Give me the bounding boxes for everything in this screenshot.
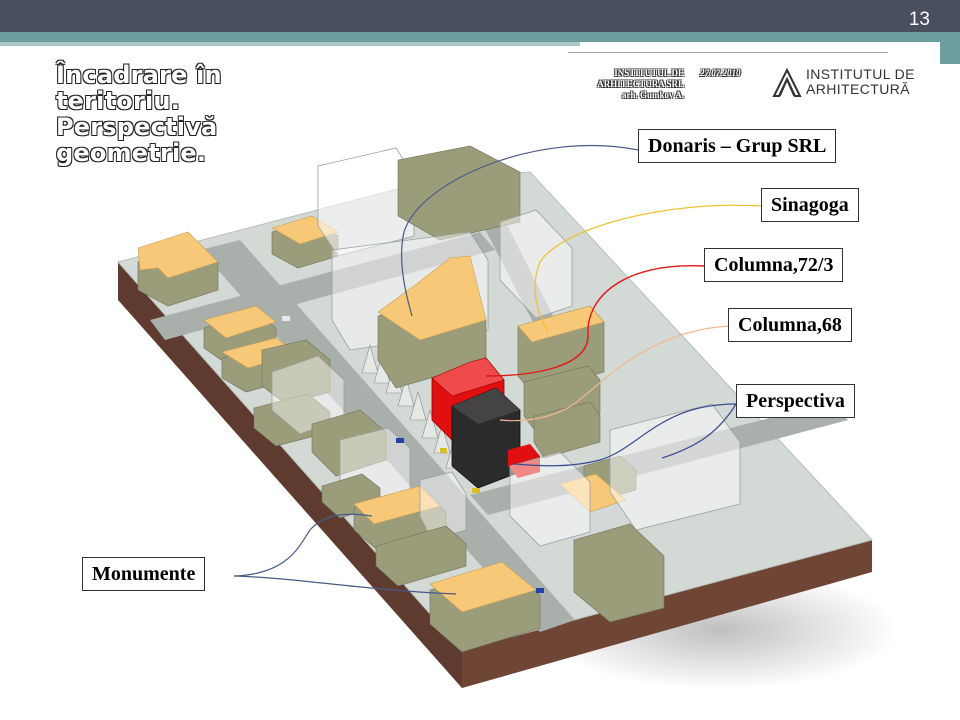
building-roof <box>137 231 219 279</box>
building-block <box>573 523 665 623</box>
connector-monumente-a <box>233 513 373 577</box>
date-label: 27.07.2010 <box>700 68 741 78</box>
accent-bar-light <box>0 42 580 46</box>
main-road <box>200 240 575 632</box>
car <box>396 438 404 443</box>
building-roof <box>353 485 441 525</box>
organization-info: INSTITUTUL DE ARHITECTURA SRL arh. Gumko… <box>572 68 684 101</box>
building-block <box>375 525 467 587</box>
building-roof <box>203 305 277 339</box>
logo-chevron-icon <box>772 68 802 97</box>
soil-left-face <box>118 262 462 688</box>
logo-text-line2: ARHITECTURĂ <box>806 81 910 97</box>
logo-text-line1: INSTITUTUL DE <box>806 66 915 82</box>
accent-bar <box>0 32 960 42</box>
page-number: 13 <box>908 9 930 30</box>
columna-72-3-roof <box>431 357 505 397</box>
soil-right-face <box>462 540 872 688</box>
transparent-volume <box>419 471 467 541</box>
connector-perspectiva-b <box>661 403 737 459</box>
car <box>472 488 480 493</box>
callout-monumente: Monumente <box>82 557 206 591</box>
title-line: geometrie. <box>56 139 207 167</box>
car <box>440 448 447 453</box>
org-line: INSTITUTUL DE <box>614 68 684 78</box>
callout-donaris: Donaris – Grup SRL <box>638 129 837 163</box>
transparent-volume <box>317 147 415 257</box>
car <box>536 588 544 593</box>
title-line: Încadrare în <box>56 61 222 89</box>
transparent-volume <box>509 451 591 547</box>
connector-sinagoga <box>534 204 763 333</box>
building-block <box>311 409 387 477</box>
slide-title: Încadrare în teritoriu. Perspectivă geom… <box>56 62 296 166</box>
connector-columna-68 <box>499 325 731 422</box>
title-line: Perspectivă <box>56 113 218 141</box>
dark-tower-top <box>452 388 520 424</box>
top-bar <box>0 0 960 32</box>
donaris-roof <box>377 255 487 341</box>
callout-columna-72-3: Columna,72/3 <box>704 248 844 282</box>
car <box>282 316 290 321</box>
connector-monumente-b <box>233 575 457 595</box>
sinagoga-roof <box>517 305 605 343</box>
title-line: teritoriu. <box>56 87 181 115</box>
transparent-volume <box>499 209 573 319</box>
institute-logo: INSTITUTUL DE ARHITECTURĂ <box>772 66 915 100</box>
building-block <box>261 339 331 405</box>
header-divider <box>568 52 888 53</box>
building-block <box>533 401 601 459</box>
callout-columna-68: Columna,68 <box>728 308 852 342</box>
connector-donaris <box>400 144 639 317</box>
accent-corner <box>940 32 960 64</box>
connector-columna-72-3 <box>485 265 705 377</box>
callout-perspectiva: Perspectiva <box>736 384 855 418</box>
org-line: arh. Gumkov A. <box>621 90 684 100</box>
org-line: ARHITECTURA SRL <box>597 79 684 89</box>
connector-perspectiva-a <box>513 403 737 467</box>
callout-sinagoga: Sinagoga <box>761 188 859 222</box>
